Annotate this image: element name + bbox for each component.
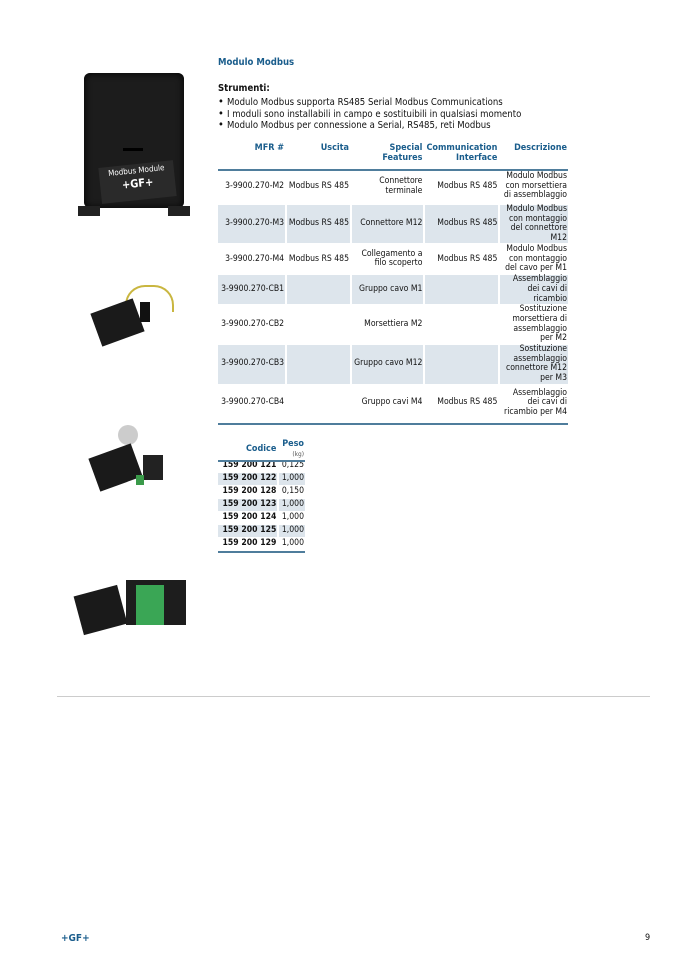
table-row: 3-9900.270-CB2 Morsettiera M2 Sostituzione…: [218, 305, 568, 343]
cell-special-features: Gruppo cavo M1: [352, 275, 424, 305]
table-row: 3-9900.270-CB3 Gruppo cavo M12 Sostituzion…: [218, 344, 568, 384]
page-number: 9: [645, 933, 651, 943]
cell-mfr: 3-9900.270-CB3: [218, 344, 286, 384]
header-communication-interface: Communication Interface: [426, 143, 498, 163]
cell-communication-interface: Modbus RS 485: [437, 253, 498, 264]
code-table-header: Codice Peso(kg): [218, 439, 305, 459]
cell-descrizione: Sostituzione assemblaggio connettore M12…: [500, 344, 568, 384]
cell-special-features: Connettore M12: [352, 205, 424, 244]
cell-uscita: [287, 344, 350, 384]
cell-communication-interface: [425, 275, 499, 305]
feature-list: Modulo Modbus supporta RS485 Serial Modb…: [218, 97, 521, 132]
cell-peso: 0,150: [281, 486, 304, 497]
cell-descrizione: Assemblaggio dei cavi di ricambio: [500, 275, 568, 305]
section-title: Modulo Modbus: [218, 57, 295, 68]
cell-uscita: [287, 385, 350, 422]
code-row: 159 200 129 1,000: [218, 538, 305, 550]
cell-peso: 1,000: [281, 512, 304, 523]
header-codice: Codice: [245, 443, 277, 454]
product-table: MFR # Uscita Special Features Communicat…: [216, 143, 570, 423]
cell-codice: 159 200 123: [218, 499, 278, 512]
cell-peso: 1,000: [281, 538, 304, 549]
cell-codice: 159 200 129: [222, 538, 277, 549]
cell-peso: 1,000: [279, 525, 305, 538]
cell-communication-interface: Modbus RS 485: [437, 397, 498, 408]
terminal-module-image: [73, 580, 188, 640]
table-row: 3-9900.270-CB1 Gruppo cavo M1 Assemblaggio…: [218, 275, 568, 305]
code-row: 159 200 121 0,125: [218, 460, 305, 472]
cell-mfr: 3-9900.270-CB1: [218, 275, 286, 305]
header-descrizione: Descrizione: [514, 143, 567, 153]
code-table-bottom-rule: [218, 551, 305, 553]
cell-communication-interface: [425, 344, 499, 384]
feature-item: I moduli sono installabili in campo e so…: [218, 109, 521, 121]
cell-special-features: Gruppo cavi M4: [361, 397, 423, 408]
cell-uscita: Modbus RS 485: [288, 180, 349, 191]
header-mfr: MFR #: [254, 143, 285, 153]
cell-communication-interface: Modbus RS 485: [425, 205, 499, 244]
cell-uscita: [287, 275, 350, 305]
m12-module-image: [88, 425, 183, 500]
cell-codice: 159 200 121: [222, 460, 277, 471]
subsection-title: Strumenti:: [218, 83, 270, 94]
cell-descrizione: Assemblaggio dei cavi di ricambio per M4: [504, 387, 567, 418]
cell-codice: 159 200 128: [222, 486, 277, 497]
cell-peso: 0,125: [281, 460, 304, 471]
cell-codice: 159 200 122: [218, 473, 278, 486]
table-header: MFR # Uscita Special Features Communicat…: [218, 143, 568, 168]
cell-special-features: Gruppo cavo M12: [352, 344, 424, 384]
code-row: 159 200 124 1,000: [218, 512, 305, 524]
cell-peso: 1,000: [279, 473, 305, 486]
peso-unit: (kg): [292, 449, 304, 458]
cell-codice: 159 200 125: [218, 525, 278, 538]
cell-communication-interface: Modbus RS 485: [437, 180, 498, 191]
modbus-module-image: Modbus Module +GF+: [78, 73, 193, 221]
cell-communication-interface: [425, 305, 498, 343]
table-row: 3-9900.270-CB4 Gruppo cavi M4 Modbus RS 48…: [218, 385, 568, 422]
cell-codice: 159 200 124: [222, 512, 277, 523]
cell-mfr: 3-9900.270-M4: [225, 253, 285, 264]
cell-uscita: Modbus RS 485: [287, 205, 350, 244]
header-special-features: Special Features: [382, 143, 423, 163]
table-header-rule: [218, 169, 568, 171]
table-bottom-rule: [218, 423, 568, 425]
cell-special-features: Morsettiera M2: [364, 318, 423, 329]
cell-mfr: 3-9900.270-CB2: [221, 318, 285, 329]
cell-descrizione: Modulo Modbus con montaggio del connetto…: [500, 204, 568, 244]
cell-peso: 1,000: [279, 499, 305, 512]
cell-mfr: 3-9900.270-M3: [218, 205, 286, 244]
code-table-header-rule: [218, 460, 305, 462]
cell-mfr: 3-9900.270-M2: [225, 180, 285, 191]
cell-special-features: Connettore terminale: [379, 175, 423, 196]
cable-module-image-1: [90, 280, 175, 350]
feature-item: Modulo Modbus supporta RS485 Serial Modb…: [218, 97, 521, 109]
cell-descrizione: Sostituzione morsettiera di assemblaggio…: [512, 304, 567, 344]
code-row: 159 200 128 0,150: [218, 486, 305, 498]
cell-mfr: 3-9900.270-CB4: [221, 397, 285, 408]
cell-uscita: Modbus RS 485: [288, 253, 349, 264]
cell-special-features: Collegamento a filo scoperto: [361, 248, 423, 269]
header-peso: Peso(kg): [282, 439, 304, 458]
feature-item: Modulo Modbus per connessione a Serial, …: [218, 120, 521, 132]
cell-descrizione: Modulo Modbus con morsettiera di assembl…: [503, 171, 567, 201]
gf-logo: +GF+: [61, 933, 90, 944]
header-uscita: Uscita: [320, 143, 349, 153]
footer-divider: [57, 696, 650, 697]
cell-descrizione: Modulo Modbus con montaggio del cavo per…: [505, 243, 567, 274]
cell-uscita: [287, 305, 350, 343]
